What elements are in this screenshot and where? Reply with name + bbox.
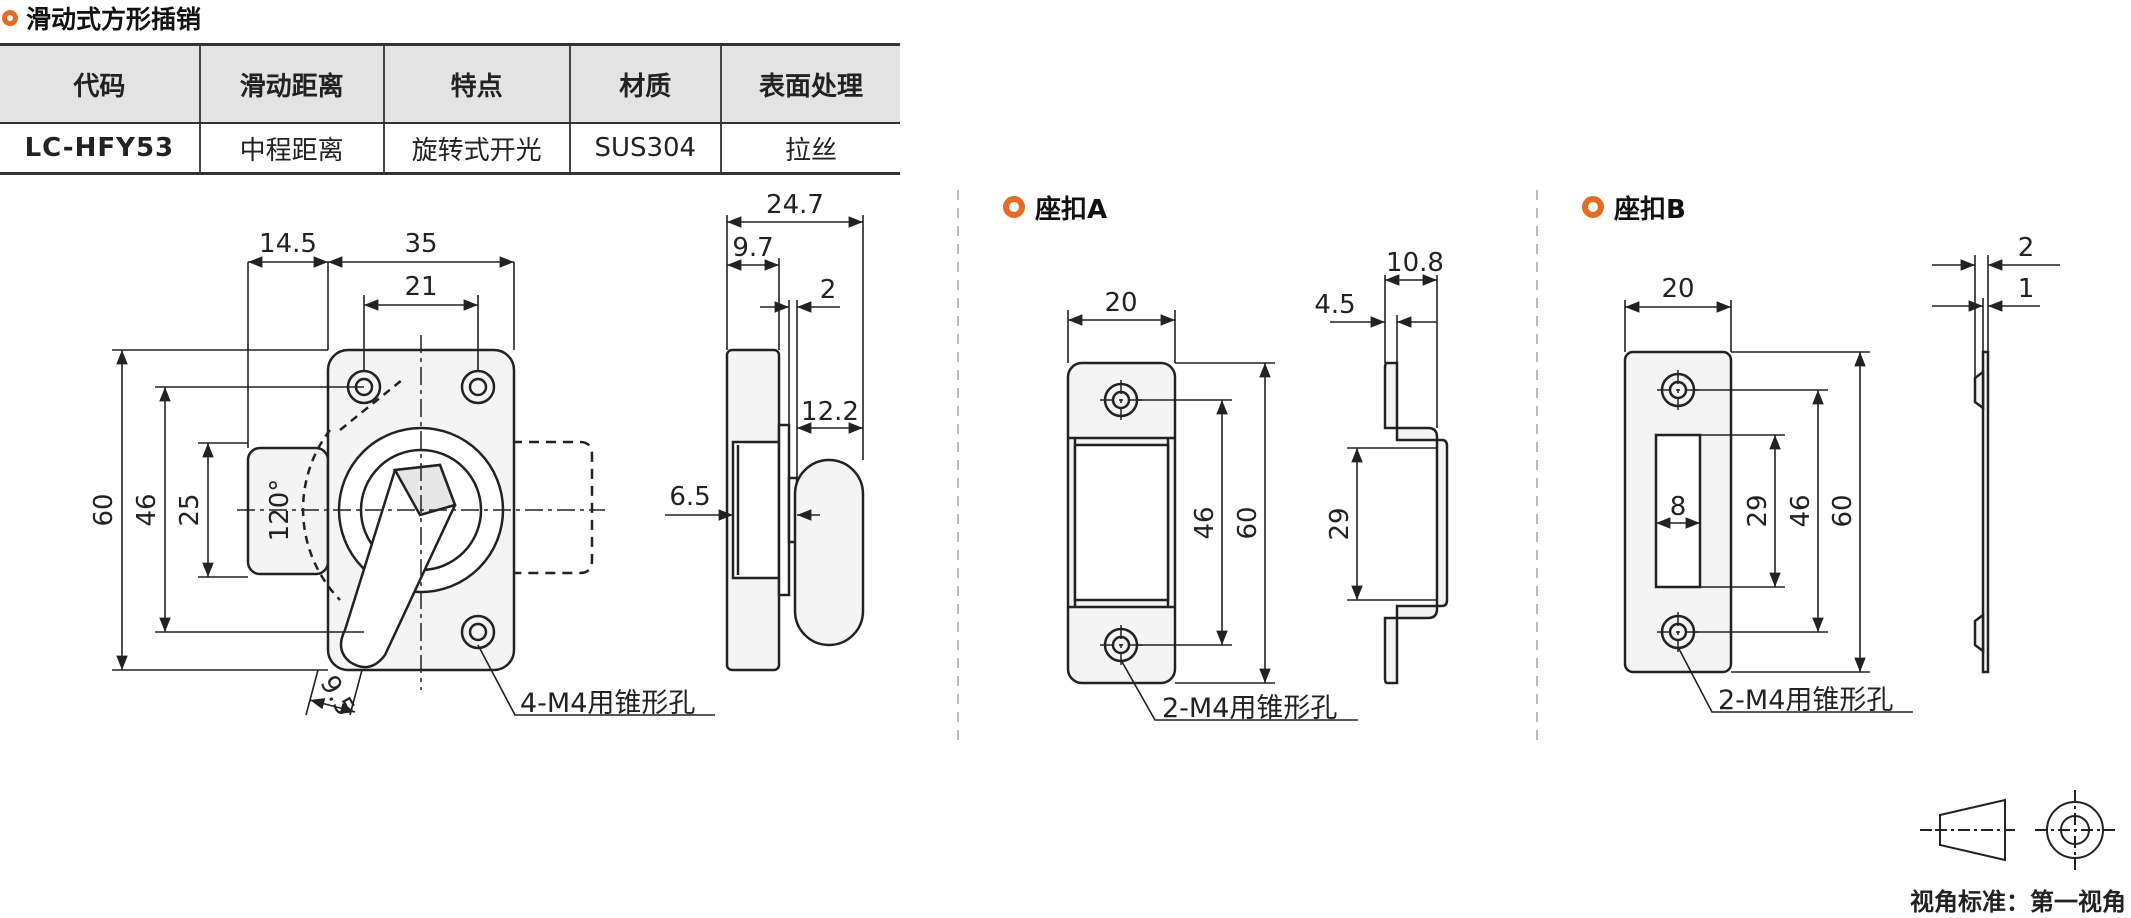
seat-a-dimension-lines: [1067, 310, 1358, 721]
seat-a-side-dimension-lines: [1330, 274, 1438, 601]
dim-14-5: 14.5: [259, 229, 317, 259]
seat-a-dim-60: 60: [1233, 506, 1263, 539]
seat-b-dim-46: 46: [1786, 494, 1816, 527]
cell-slide-distance: 中程距离: [198, 123, 384, 175]
seat-b-side-dimension-lines: [1932, 255, 2060, 378]
latch-side-view: [725, 348, 865, 672]
title-text: 滑动式方形插销: [26, 5, 202, 34]
seat-a-dim-20: 20: [1104, 288, 1137, 318]
dim-24-7: 24.7: [766, 190, 824, 220]
dim-60: 60: [89, 493, 119, 526]
seat-b-dimension-lines: [1624, 300, 1913, 713]
cell-material: SUS304: [568, 123, 721, 175]
table-header-row: 代码 滑动距离 特点 材质 表面处理: [0, 43, 900, 124]
header-slide-distance: 滑动距离: [198, 43, 384, 124]
dim-12-2: 12.2: [801, 397, 859, 427]
dim-6-5: 6.5: [669, 482, 710, 512]
table-row: LC-HFY53 中程距离 旋转式开光 SUS304 拉丝: [0, 123, 900, 175]
seat-a-side-view: [1383, 361, 1449, 685]
circle-bullet-icon: [2, 10, 18, 26]
latch-center-lines: [237, 335, 605, 690]
seat-a-dim-29: 29: [1325, 507, 1355, 540]
seat-a-front-view: [1066, 361, 1177, 685]
seat-b-dim-8: 8: [1670, 492, 1687, 522]
seat-b-dim-1: 1: [2018, 274, 2035, 304]
latch-side-dimension-lines: [665, 215, 864, 521]
spec-table: 代码 滑动距离 特点 材质 表面处理 LC-HFY53 中程距离 旋转式开光 S…: [0, 43, 900, 175]
dim-2: 2: [820, 275, 837, 305]
header-feature: 特点: [382, 43, 570, 124]
projection-standard-label: 视角标准：第一视角: [1910, 888, 2126, 916]
cell-code: LC-HFY53: [0, 123, 200, 175]
seat-b-dim-20: 20: [1661, 274, 1694, 304]
seat-b-label: 座扣B: [1582, 190, 1686, 225]
seat-a-dim-4-5: 4.5: [1314, 290, 1355, 320]
dim-angle-120: 120°: [265, 479, 295, 542]
page-title: 滑动式方形插销: [2, 0, 201, 36]
seat-a-label: 座扣A: [1003, 190, 1107, 225]
circle-bullet-icon: [1003, 196, 1025, 218]
header-surface: 表面处理: [719, 43, 900, 124]
seat-a-dim-46: 46: [1190, 506, 1220, 539]
seat-a-dim-10-8: 10.8: [1386, 248, 1444, 278]
seat-b-hole-callout: 2-M4用锥形孔: [1718, 685, 1893, 716]
cell-feature: 旋转式开光: [382, 123, 570, 175]
dim-25: 25: [175, 493, 205, 526]
dim-21: 21: [404, 272, 437, 302]
seat-b-dim-60: 60: [1828, 494, 1858, 527]
dim-9-7: 9.7: [732, 233, 773, 263]
header-material: 材质: [568, 43, 721, 124]
seat-b-dim-29: 29: [1743, 494, 1773, 527]
cell-surface: 拉丝: [719, 123, 900, 175]
latch-hole-callout: 4-M4用锥形孔: [520, 688, 695, 719]
dim-35: 35: [404, 229, 437, 259]
header-code: 代码: [0, 43, 200, 124]
seat-b-center-lines: [1657, 370, 1700, 652]
seat-b-dim-2: 2: [2018, 233, 2035, 263]
dim-9-5: 9.5: [314, 671, 361, 722]
first-angle-projection-icon: [1920, 790, 2115, 870]
dim-46: 46: [132, 493, 162, 526]
latch-dimension-lines: [112, 256, 715, 716]
circle-bullet-icon: [1582, 196, 1604, 218]
seat-a-hole-callout: 2-M4用锥形孔: [1162, 693, 1337, 724]
seat-b-side-view: [1973, 350, 1990, 674]
